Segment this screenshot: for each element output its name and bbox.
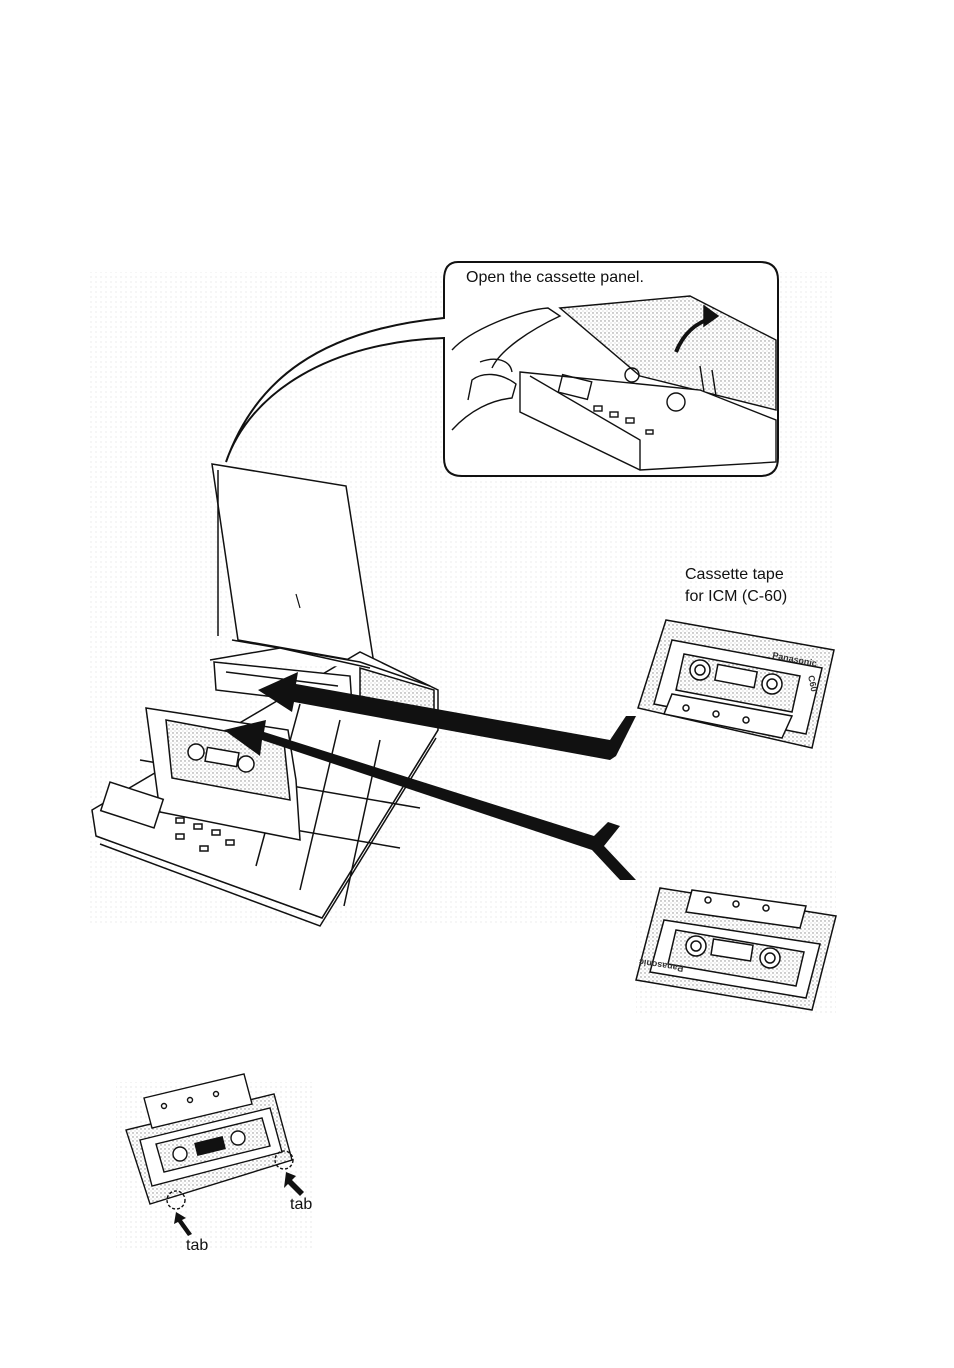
- tab-label-left: tab: [186, 1236, 208, 1256]
- callout-caption: Open the cassette panel.: [466, 268, 644, 288]
- tab-label-right: tab: [290, 1195, 312, 1215]
- tape-caption-line2: for ICM (C-60): [685, 587, 787, 607]
- tape-caption-line1: Cassette tape: [685, 565, 784, 585]
